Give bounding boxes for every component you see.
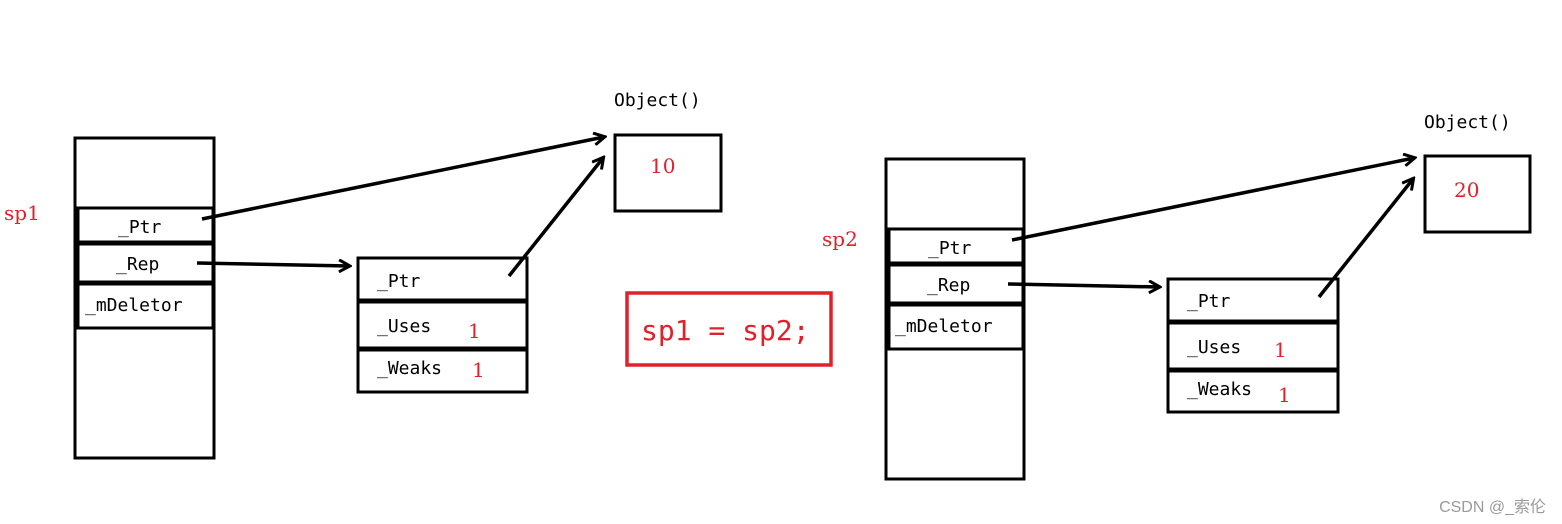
- sp1-refcount-ptr-arrow: [507, 158, 603, 278]
- sp2-ptr-cell: [887, 227, 1025, 265]
- sp1-refcount-ptr-cell: [356, 256, 529, 302]
- sp2-object-value: 20: [1454, 178, 1479, 202]
- sp2-refcount-weaks-cell: [1166, 369, 1340, 414]
- sp2-refcount-ptr-cell: [1166, 277, 1340, 323]
- assignment-statement: sp1 = sp2;: [641, 314, 810, 347]
- sp2-rep-field: _Rep: [927, 275, 970, 296]
- sp1-refcount-uses-field: _Uses: [377, 316, 431, 337]
- sp1-object-label: Object(): [614, 90, 701, 111]
- sp1-deletor-field: _mDeletor: [85, 295, 183, 316]
- sp1-rep-arrow: [196, 263, 349, 266]
- sp2-label: sp2: [822, 227, 858, 251]
- sp2-ptr-arrow: [1011, 158, 1414, 242]
- sp2-refcount-uses-field: _Uses: [1187, 337, 1241, 358]
- sp2-ptr-field: _Ptr: [928, 238, 972, 259]
- sp1-weaks-count: 1: [472, 358, 485, 382]
- sp2-pointee-box: [1423, 154, 1532, 234]
- sp2-weaks-count: 1: [1278, 383, 1291, 407]
- sp1-ptr-arrow: [201, 137, 604, 221]
- sp1-label: sp1: [4, 201, 40, 225]
- watermark: CSDN @_索伦: [1439, 498, 1546, 516]
- sp1-group: sp1 _Ptr _Rep _mDeletor Object() 10 _Ptr…: [4, 90, 723, 460]
- sp2-refcount-uses-cell: [1166, 321, 1340, 371]
- sp2-rep-arrow: [1007, 284, 1159, 287]
- sp1-deletor-cell: [76, 282, 215, 330]
- sp1-refcount-ptr-field: _Ptr: [377, 271, 421, 292]
- sp1-ptr-field: _Ptr: [118, 217, 162, 238]
- sp1-uses-count: 1: [468, 319, 481, 343]
- sp2-uses-count: 1: [1274, 338, 1287, 362]
- sp1-refcount-weaks-cell: [356, 348, 529, 394]
- sp2-group: sp2 _Ptr _Rep _mDeletor Object() 20 _Ptr…: [822, 112, 1532, 481]
- assignment-statement-group: sp1 = sp2;: [625, 291, 833, 367]
- sp2-refcount-ptr-field: _Ptr: [1187, 291, 1231, 312]
- sp1-pointee-box: [613, 133, 723, 213]
- sp2-deletor-cell: [887, 303, 1025, 351]
- sp2-refcount-ptr-arrow: [1317, 179, 1413, 299]
- sp1-ptr-cell: [76, 206, 215, 244]
- sp2-refcount-weaks-field: _Weaks: [1187, 379, 1252, 400]
- sp1-object-value: 10: [650, 154, 675, 178]
- assignment-statement-box: [625, 291, 833, 367]
- sp2-deletor-field: _mDeletor: [895, 316, 993, 337]
- sp1-refcount-weaks-field: _Weaks: [377, 358, 442, 379]
- sp2-object-label: Object(): [1424, 112, 1511, 133]
- sp1-refcount-uses-cell: [356, 300, 529, 350]
- sp1-rep-field: _Rep: [116, 254, 159, 275]
